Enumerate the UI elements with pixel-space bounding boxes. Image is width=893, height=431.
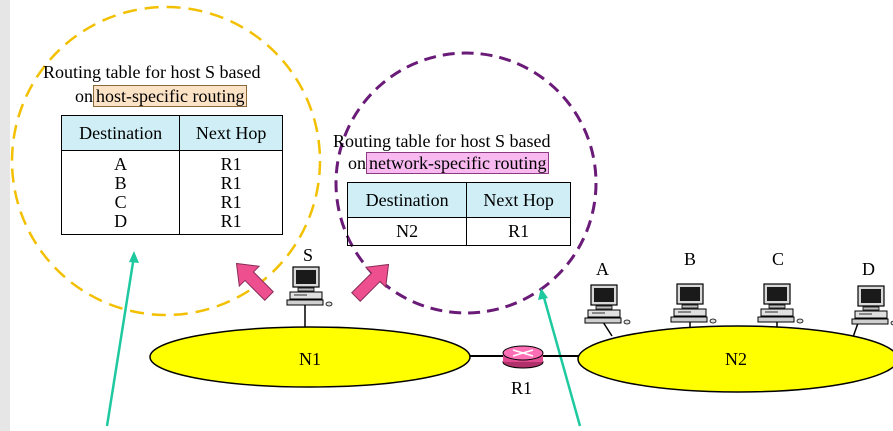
router-r1 [502,345,544,369]
router-label-r1: R1 [511,378,533,398]
pointer-line-right [541,293,582,427]
pointer-arrowhead-left [129,251,139,263]
host-specific-circle [10,5,322,317]
network-table-header-next-hop: Next Hop [466,182,571,218]
computer-b-icon [670,283,717,324]
network-n1 [149,326,471,388]
network-label-n2: N2 [725,349,747,369]
host-label-a: A [596,259,609,279]
network-table-header-destination: Destination [346,182,468,218]
pink-arrow-left [235,262,274,301]
pink-arrow-right [351,263,390,302]
network-table-title-prefix: on [348,153,366,173]
host-table-title-line1: Routing table for host S based [43,62,261,82]
host-label-b: B [684,249,697,269]
left-edge-strip [0,0,10,431]
network-n2 [577,325,893,393]
computer-s-icon [286,266,333,307]
computer-a-icon [584,284,631,325]
network-table-title-line1: Routing table for host S based [333,131,551,151]
host-label-c: C [772,249,785,269]
pointer-line-left [105,255,136,427]
network-table-highlight: network-specific routing [366,152,550,174]
host-label-d: D [862,259,875,279]
computer-d-icon [851,285,893,326]
host-table-title-prefix: on [75,86,93,106]
link-a-n2 [602,321,613,337]
host-table-header-next-hop: Next Hop [179,115,283,151]
network-label-n1: N1 [299,349,321,369]
host-label-s: S [303,245,314,265]
host-table-highlight: host-specific routing [93,85,248,107]
computer-c-icon [757,283,804,324]
host-table-header-destination: Destination [60,115,181,151]
pointer-arrowhead-right [538,288,548,300]
network-specific-circle [334,51,598,315]
